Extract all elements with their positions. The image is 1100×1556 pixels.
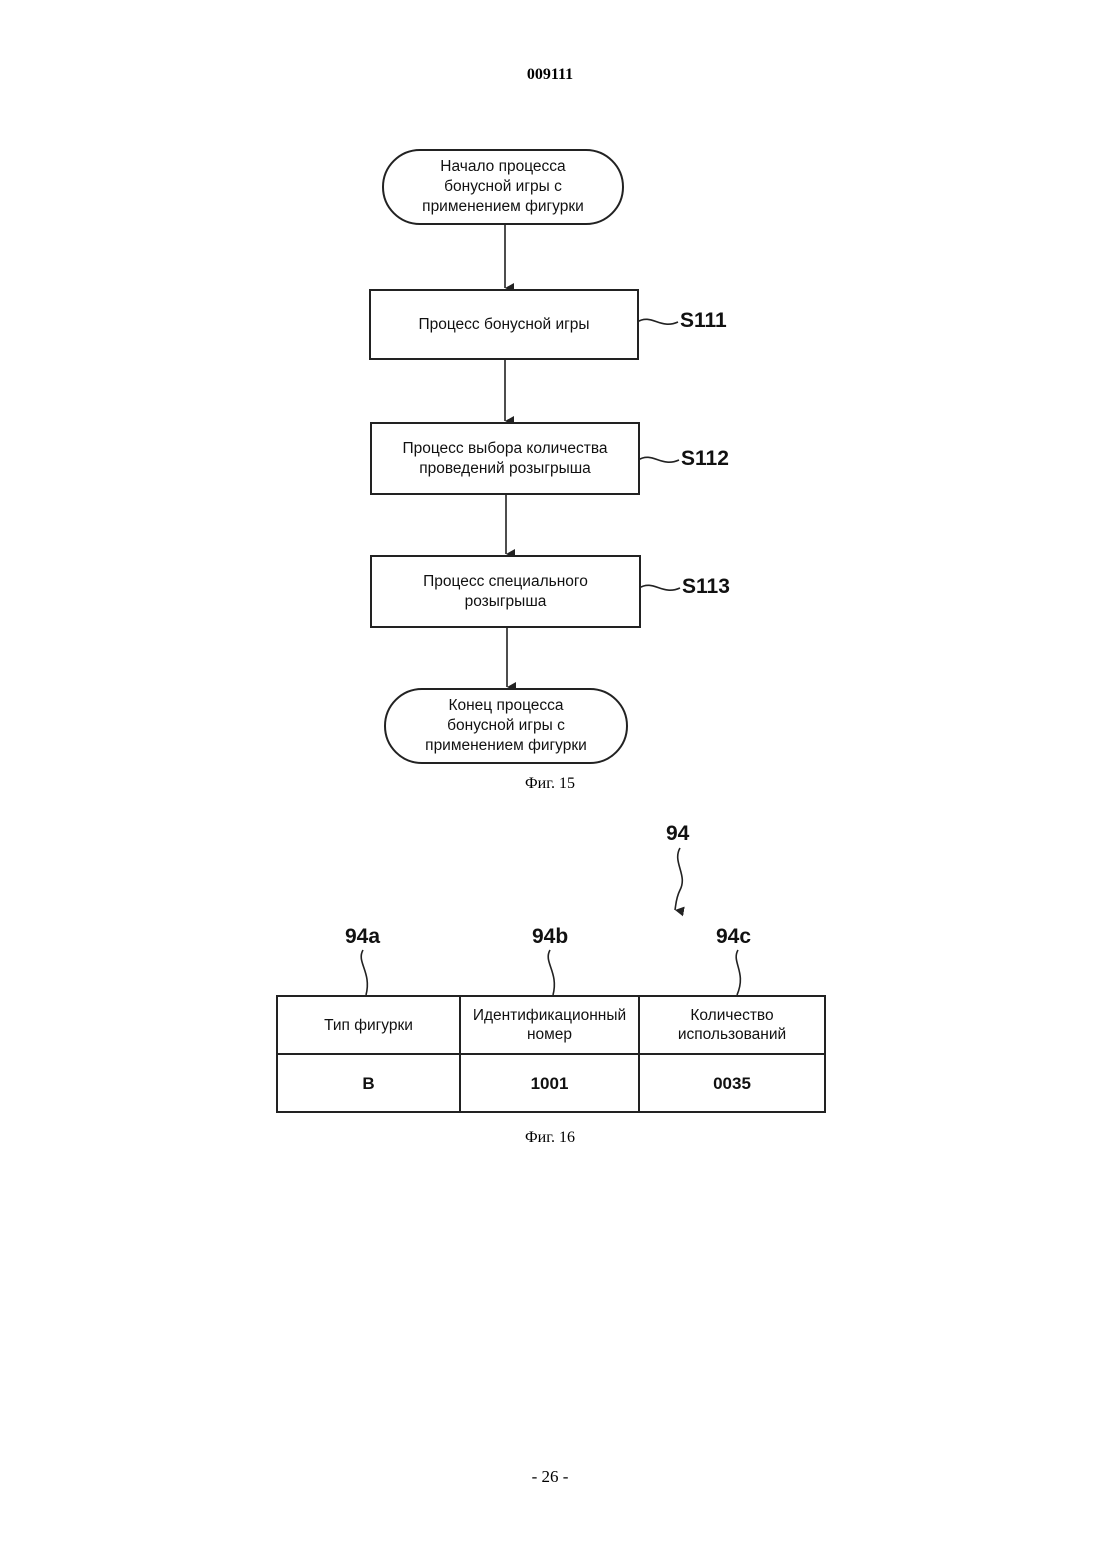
header-figure-type: Тип фигурки	[277, 996, 460, 1054]
value-figure-type: B	[277, 1054, 460, 1112]
step-label-s112: S112	[681, 447, 729, 471]
figure-15-caption: Фиг. 15	[0, 775, 1100, 793]
leader-s111	[637, 319, 678, 324]
header-usage-count: Количество использований	[639, 996, 825, 1054]
value-id-number: 1001	[460, 1054, 639, 1112]
ref-94c: 94c	[716, 925, 751, 949]
leader-94c	[736, 950, 740, 995]
step-label-s113: S113	[682, 575, 730, 599]
table-header-row: Тип фигурки Идентификационный номер Коли…	[277, 996, 825, 1054]
ref-94: 94	[666, 822, 689, 846]
ref-94a: 94a	[345, 925, 380, 949]
leader-s113	[639, 585, 680, 590]
figure-record-table: Тип фигурки Идентификационный номер Коли…	[276, 995, 826, 1113]
step-label-s111: S111	[680, 309, 727, 333]
ref-94b: 94b	[532, 925, 568, 949]
process-box-s112: Процесс выбора количества проведений роз…	[370, 422, 640, 495]
page-footer: - 26 -	[0, 1467, 1100, 1487]
leader-94b	[548, 950, 554, 995]
value-usage-count: 0035	[639, 1054, 825, 1112]
leader-94a	[361, 950, 367, 995]
start-terminator: Начало процесса бонусной игры с применен…	[382, 149, 624, 225]
header-id-number: Идентификационный номер	[460, 996, 639, 1054]
leader-94	[675, 848, 682, 910]
process-box-s113: Процесс специального розыгрыша	[370, 555, 641, 628]
figure-16-caption: Фиг. 16	[0, 1129, 1100, 1147]
process-box-s111: Процесс бонусной игры	[369, 289, 639, 360]
end-terminator: Конец процесса бонусной игры с применени…	[384, 688, 628, 764]
table-row: B 1001 0035	[277, 1054, 825, 1112]
leader-s112	[638, 457, 679, 462]
